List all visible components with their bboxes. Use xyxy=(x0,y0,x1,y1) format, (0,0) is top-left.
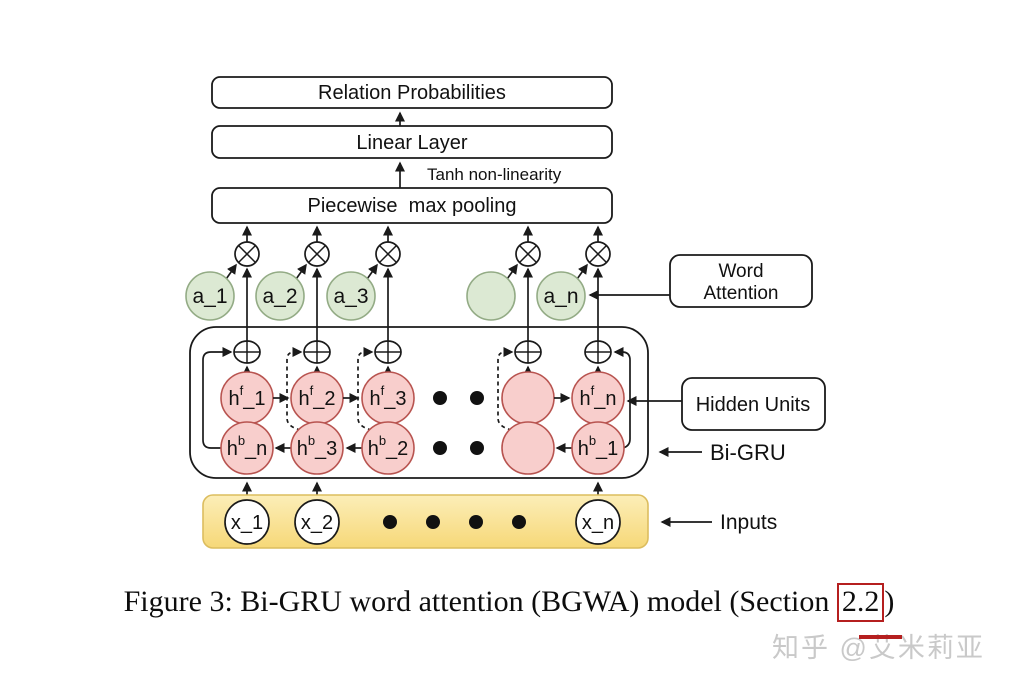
output-stack: Relation Probabilities Linear Layer Tanh… xyxy=(211,76,613,224)
attention-node-an-label: a_n xyxy=(543,285,578,308)
red-dash-mark xyxy=(859,635,902,639)
backward-hidden-row: hb_n hb_3 hb_2 hb_1 xyxy=(220,421,625,475)
backward-ellipsis-dot xyxy=(433,441,447,455)
hidden-units-label: Hidden Units xyxy=(696,394,811,416)
backward-hidden-node-2-label: hb_2 xyxy=(368,433,409,460)
bigru-label: Bi-GRU xyxy=(710,440,786,465)
forward-hidden-row: hf_1 hf_2 hf_3 hf_n xyxy=(220,371,625,425)
attention-node-a1-label: a_1 xyxy=(192,285,227,308)
section-link: 2.2 xyxy=(836,583,885,622)
backward-hidden-node-2 xyxy=(361,421,415,475)
backward-hidden-node-blank xyxy=(501,421,555,475)
bigru-container xyxy=(189,326,649,479)
attention-node-a3-label: a_3 xyxy=(333,285,368,308)
piecewise-pooling-box xyxy=(211,187,613,224)
caption-suffix: ) xyxy=(884,585,895,618)
attention-node-blank xyxy=(466,271,516,321)
linear-layer-box xyxy=(211,125,613,159)
tanh-nonlinearity-label: Tanh non-linearity xyxy=(427,165,562,184)
watermark: 知乎 @艾米莉亚 xyxy=(772,633,985,663)
input-ellipsis-dot xyxy=(512,515,526,529)
inputs-row: x_1 x_2 x_n Inputs xyxy=(202,481,777,549)
figure-caption: Figure 3: Bi-GRU word attention (BGWA) m… xyxy=(0,583,1018,622)
forward-ellipsis-dot xyxy=(433,391,447,405)
input-node-x1 xyxy=(224,499,270,545)
forward-hidden-node-3-label: hf_3 xyxy=(370,383,407,410)
input-ellipsis-dot xyxy=(469,515,483,529)
attention-node-a3 xyxy=(326,271,376,321)
caption-prefix: Figure 3: Bi-GRU word attention (BGWA) m… xyxy=(123,585,837,618)
input-node-xn xyxy=(575,499,621,545)
piecewise-pooling-label: Piecewise max pooling xyxy=(308,195,517,217)
input-node-x2 xyxy=(294,499,340,545)
word-attention-label-line2: Attention xyxy=(704,283,779,304)
backward-to-concat-left xyxy=(202,347,233,449)
forward-hidden-node-n-label: hf_n xyxy=(580,383,617,410)
input-ellipsis-dot xyxy=(426,515,440,529)
hidden-units-box xyxy=(681,377,826,431)
linear-layer-label: Linear Layer xyxy=(356,132,468,154)
input-node-x1-label: x_1 xyxy=(231,512,263,534)
backward-to-concat-right xyxy=(613,347,631,449)
backward-hidden-node-3-label: hb_3 xyxy=(297,433,338,460)
forward-hidden-node-blank xyxy=(501,371,555,425)
relation-probabilities-box xyxy=(211,76,613,109)
word-attention-label-line1: Word xyxy=(718,261,763,282)
attention-node-a1 xyxy=(185,271,235,321)
concat-nodes xyxy=(233,340,612,364)
backward-to-concat-dashed xyxy=(497,347,514,431)
forward-ellipsis-dot xyxy=(470,391,484,405)
hidden-to-concat-arrows xyxy=(242,365,603,376)
backward-to-concat-dashed xyxy=(286,347,303,431)
forward-hidden-node-1-label: hf_1 xyxy=(229,383,266,410)
backward-ellipsis-dot xyxy=(470,441,484,455)
attention-row: a_1 a_2 a_3 a_n Word Attention xyxy=(185,254,813,321)
backward-hidden-node-1-label: hb_1 xyxy=(578,433,619,460)
word-attention-box xyxy=(669,254,813,308)
backward-hidden-node-3 xyxy=(290,421,344,475)
attention-node-a2-label: a_2 xyxy=(262,285,297,308)
multiply-columns xyxy=(234,225,611,341)
attention-node-a2 xyxy=(255,271,305,321)
backward-to-concat-dashed xyxy=(357,347,374,431)
backward-hidden-node-1 xyxy=(571,421,625,475)
bigru-block: hf_1 hf_2 hf_3 hf_n hb_n hb_3 hb_2 xyxy=(189,326,826,479)
input-node-xn-label: x_n xyxy=(582,512,614,534)
backward-hidden-node-n-label: hb_n xyxy=(227,433,268,460)
forward-hidden-node-2-label: hf_2 xyxy=(299,383,336,410)
inputs-label: Inputs xyxy=(720,511,777,534)
relation-probabilities-label: Relation Probabilities xyxy=(318,82,506,104)
input-node-x2-label: x_2 xyxy=(301,512,333,534)
backward-hidden-node-n xyxy=(220,421,274,475)
input-ellipsis-dot xyxy=(383,515,397,529)
attention-node-an xyxy=(536,271,586,321)
